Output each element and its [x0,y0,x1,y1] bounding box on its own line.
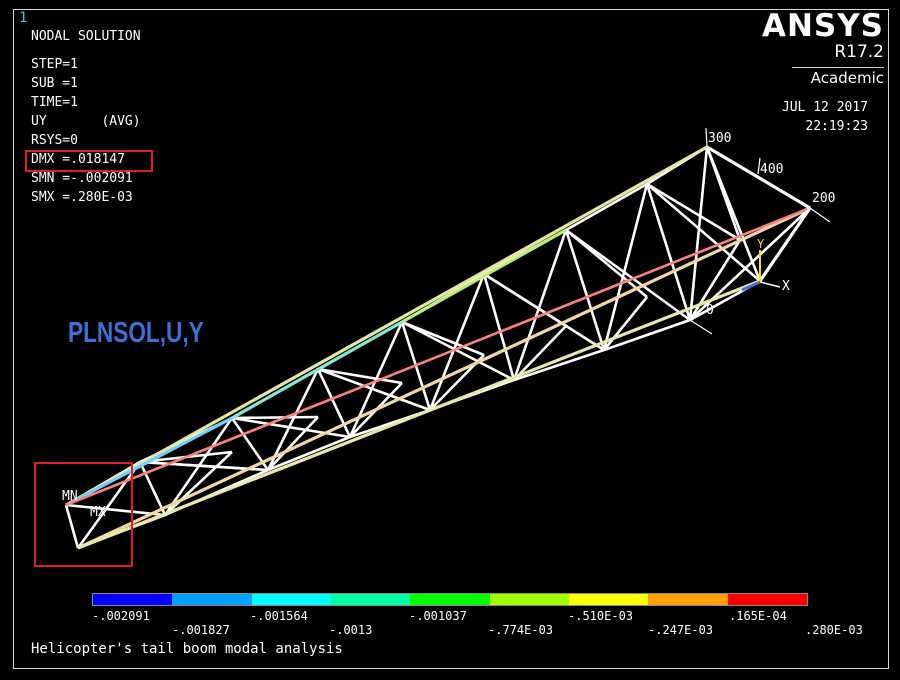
legend-label-10: .280E-03 [805,623,863,637]
info-line-smn: SMN =-.002091 [31,171,133,186]
triad-x-label: X [782,279,790,294]
model-title: Helicopter's tail boom modal analysis [31,641,343,657]
legend-swatch-5 [410,594,490,605]
node-label-200: 200 [812,191,835,206]
legend-label-8: -.247E-03 [648,623,714,637]
legend-label-2: -.001827 [172,623,230,637]
coordinate-triad: Y X [741,237,790,294]
logo-edition: Academic [810,69,884,87]
legend-label-5: -.001037 [409,609,467,623]
upper-chord-blue-segment [65,416,233,507]
info-line-component: UY (AVG) [31,114,141,129]
legend-swatch-6 [489,594,569,605]
info-line-step: STEP=1 [31,57,78,72]
info-line-sub: SUB =1 [31,76,78,91]
logo-name: ANSYS [761,8,884,44]
info-line-rsys: RSYS=0 [31,133,78,148]
center-chord-red [65,206,811,507]
window-number: 1 [19,10,28,26]
node-label-100: 0 [706,303,714,318]
legend-swatch-1 [93,594,173,605]
legend-swatch-7 [568,594,649,605]
max-label: MX [90,505,106,520]
command-annotation: PLNSOL,U,Y [68,317,204,349]
end-chord [706,145,811,210]
contour-legend-bar [92,593,808,606]
node-label-400: 400 [760,162,783,177]
node-stubs [689,127,831,335]
date-label: JUL 12 2017 [781,100,868,115]
upper-chord-green-segment [401,228,567,324]
legend-label-4: -.0013 [329,623,373,637]
legend-label-6: -.774E-03 [488,623,554,637]
legend-swatch-4 [330,594,411,605]
result-title: NODAL SOLUTION [31,29,141,44]
info-line-dmx: DMX =.018147 [31,152,125,167]
info-line-smx: SMX =.280E-03 [31,190,133,205]
logo-divider [792,67,884,68]
lower-chord [77,206,811,550]
legend-label-1: -.002091 [92,609,150,623]
min-label: MN [62,489,78,504]
triad-y-label: Y [757,237,765,251]
truss-bracing [64,145,812,550]
end-chord-lower [758,207,812,282]
ansys-logo: ANSYS R17.2 Academic [762,10,884,88]
upper-chord-cyan-segment [231,320,403,420]
legend-label-9: .165E-04 [729,609,787,623]
time-label: 22:19:23 [805,119,868,134]
legend-swatch-9 [727,594,807,605]
bottom-chord [77,279,761,550]
dmx-highlight-box [25,150,153,172]
legend-label-7: -.510E-03 [568,609,634,623]
logo-version: R17.2 [834,42,884,62]
legend-label-3: -.001564 [250,609,308,623]
info-line-time: TIME=1 [31,95,78,110]
graphics-window-frame [13,9,889,669]
legend-swatch-2 [172,594,252,605]
node-label-300: 300 [708,131,731,146]
legend-swatch-8 [648,594,728,605]
date-time-stamp: JUL 12 2017 22:19:23 [782,98,868,136]
upper-chord [65,145,708,507]
legend-swatch-3 [251,594,331,605]
min-max-highlight-box [34,462,133,567]
truss-chords [65,145,812,550]
